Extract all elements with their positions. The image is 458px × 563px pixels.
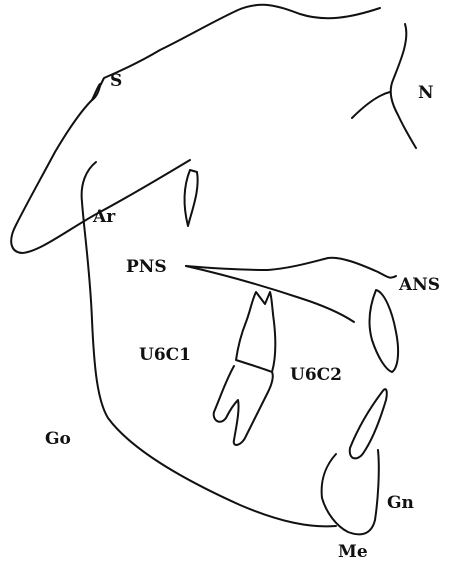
- label-ans: ANS: [398, 275, 440, 295]
- upper-molar: [236, 292, 275, 372]
- nasion-curve: [352, 92, 390, 118]
- label-me: Me: [338, 542, 368, 562]
- label-ar: Ar: [92, 207, 116, 227]
- pterygomaxillary-fissure: [185, 170, 198, 226]
- frontal-nasal-outline: [391, 24, 416, 148]
- lower-molar: [214, 366, 273, 445]
- upper-incisor: [369, 290, 398, 372]
- label-s: S: [110, 71, 122, 91]
- ramus-posterior-border: [82, 162, 336, 526]
- label-pns: PNS: [126, 257, 167, 277]
- label-u6c1: U6C1: [139, 345, 191, 365]
- label-go: Go: [45, 429, 71, 449]
- cranial-base-outline: [11, 5, 380, 253]
- symphysis-outline: [322, 450, 379, 534]
- lower-incisor: [350, 389, 387, 458]
- label-n: N: [418, 83, 434, 103]
- label-gn: Gn: [387, 493, 414, 513]
- label-u6c2: U6C2: [290, 365, 342, 385]
